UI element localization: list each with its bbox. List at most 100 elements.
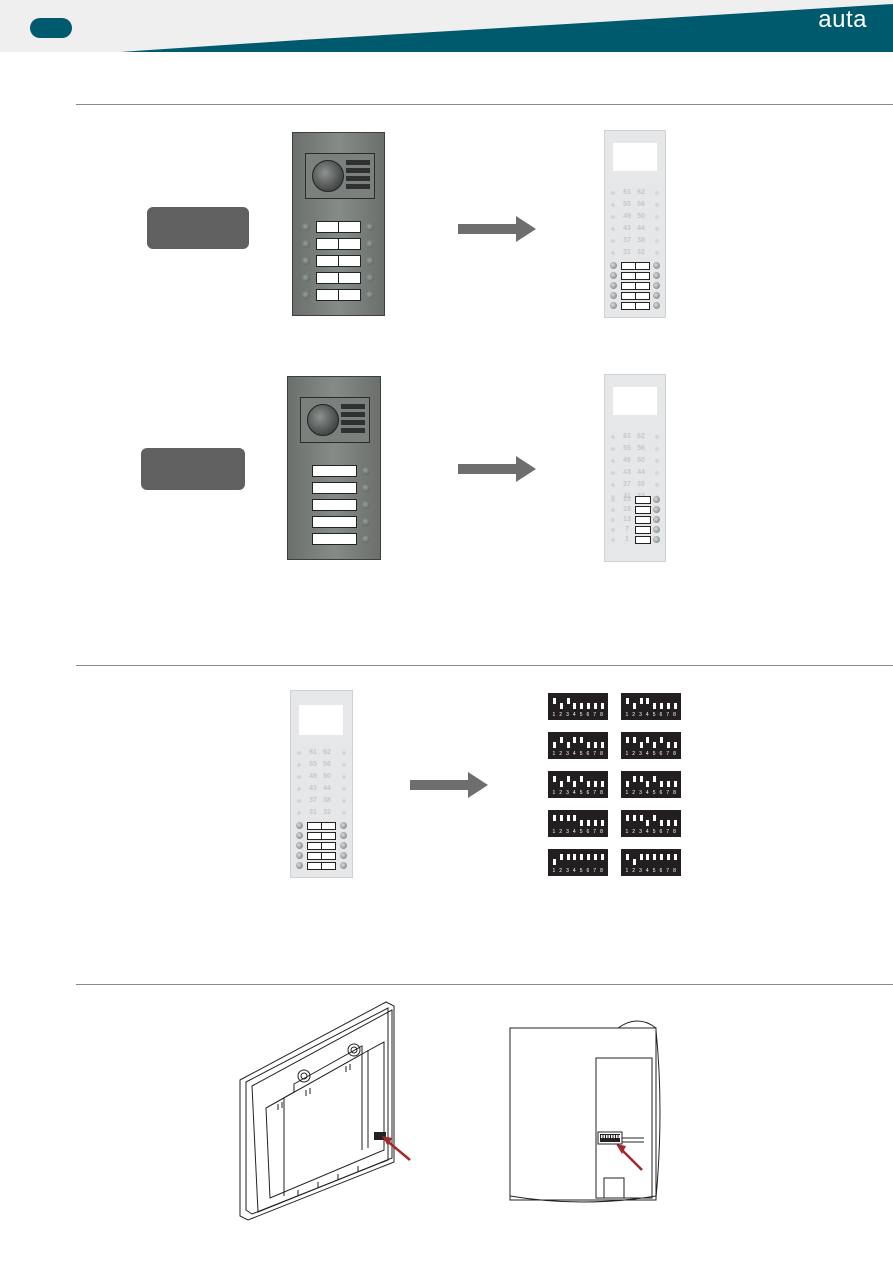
dot-icon — [655, 459, 659, 463]
dip-number: 7 — [666, 829, 670, 835]
call-button-icon — [302, 223, 310, 231]
arrow-right-icon — [458, 216, 536, 242]
dip-lever — [646, 854, 650, 860]
dot-icon — [297, 799, 301, 803]
call-button-icon — [302, 274, 310, 282]
apartment-number: 19 — [623, 506, 631, 513]
dip-lever — [600, 781, 604, 787]
dip-lever — [593, 854, 597, 860]
call-button-icon — [366, 291, 374, 299]
glass-panel-1-col: 61625556495043443738313225191371 — [604, 374, 666, 562]
dot-icon — [297, 763, 301, 767]
arrow-right-icon — [410, 772, 488, 798]
dot-icon — [611, 203, 615, 207]
dip-lever — [600, 742, 604, 748]
apartment-number: 55 — [623, 201, 631, 208]
apartment-number: 49 — [623, 213, 631, 220]
dot-icon — [342, 787, 346, 791]
dip-number: 7 — [593, 751, 597, 757]
name-slot — [307, 832, 322, 840]
dot-icon — [655, 191, 659, 195]
call-button-icon — [366, 223, 374, 231]
call-button-icon — [610, 282, 617, 289]
dot-icon — [611, 191, 615, 195]
name-slot — [312, 516, 357, 528]
arrow-right-icon — [458, 456, 536, 482]
name-slot — [635, 536, 651, 544]
name-slot — [307, 842, 322, 850]
dip-lever — [626, 815, 629, 821]
dip-number: 8 — [600, 868, 603, 874]
name-slot — [338, 221, 361, 233]
call-button-icon — [302, 291, 310, 299]
dip-lever — [632, 859, 636, 865]
dip-lever — [666, 742, 670, 748]
dip-lever — [566, 815, 570, 821]
name-slot — [321, 852, 336, 860]
apartment-number: 32 — [637, 249, 645, 256]
dip-lever — [553, 815, 556, 821]
name-slot — [635, 516, 651, 524]
dip-number: 7 — [593, 712, 597, 718]
dot-icon — [297, 787, 301, 791]
dip-number: 3 — [639, 868, 642, 874]
dip-lever — [673, 703, 677, 709]
dip-lever — [632, 737, 636, 743]
header-banner — [0, 0, 893, 52]
dot-icon — [655, 251, 659, 255]
dip-number: 2 — [632, 751, 636, 757]
call-button-icon — [366, 257, 374, 265]
name-slot — [312, 499, 357, 511]
dip-number: 7 — [666, 712, 670, 718]
name-slot — [338, 255, 361, 267]
dip-lever — [587, 703, 590, 709]
dip-lever — [673, 820, 677, 826]
dot-icon — [611, 435, 615, 439]
dip-number: 8 — [673, 868, 676, 874]
call-button-icon — [653, 496, 660, 503]
dip-lever — [653, 776, 657, 782]
module-rear-view-drawing — [509, 1020, 661, 1203]
dip-number: 4 — [572, 868, 576, 874]
dip-number: 1 — [625, 868, 629, 874]
apartment-number: 50 — [637, 457, 645, 464]
dip-number: 3 — [639, 712, 642, 718]
call-button-icon — [653, 262, 660, 269]
apartment-number: 25 — [623, 496, 631, 503]
apartment-number: 43 — [309, 785, 317, 792]
dip-number: 6 — [586, 829, 590, 835]
dip-number: 8 — [673, 751, 676, 757]
dip-number: 8 — [600, 790, 603, 796]
dip-lever — [666, 781, 670, 787]
speaker-grille — [346, 184, 370, 189]
dip-lever — [660, 737, 663, 743]
dip-lever — [600, 854, 604, 860]
apartment-number: 37 — [623, 481, 631, 488]
dip-number: 4 — [645, 712, 649, 718]
apartment-number: 55 — [623, 445, 631, 452]
dot-icon — [297, 811, 301, 815]
dip-number: 1 — [552, 751, 556, 757]
module-side-view-drawing — [239, 1001, 411, 1221]
speaker-grille — [341, 420, 365, 425]
dip-number: 1 — [625, 790, 629, 796]
name-slot — [635, 526, 651, 534]
dip-number: 1 — [552, 868, 556, 874]
dip-lever — [593, 781, 597, 787]
dip-lever — [600, 820, 604, 826]
dip-number: 2 — [559, 790, 563, 796]
dot-icon — [655, 447, 659, 451]
dip-number: 7 — [666, 751, 670, 757]
dip-number: 5 — [652, 712, 656, 718]
dip-number: 7 — [666, 868, 670, 874]
call-button-icon — [340, 852, 347, 859]
dip-lever — [653, 815, 657, 821]
dip-number: 1 — [552, 712, 556, 718]
dip-lever — [573, 815, 577, 821]
dip-lever — [626, 781, 629, 787]
metallic-panel-2-col — [292, 132, 385, 316]
name-slot — [316, 238, 339, 250]
